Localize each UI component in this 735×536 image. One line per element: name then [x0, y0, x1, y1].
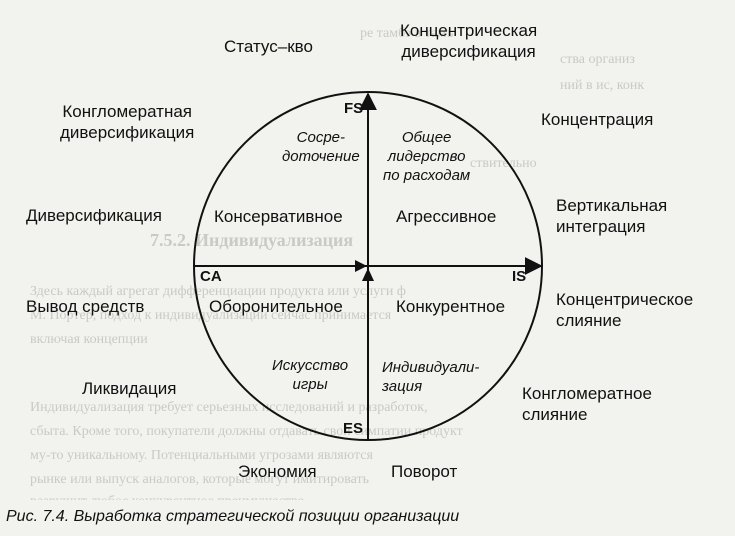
center-arrow-right [355, 260, 367, 272]
quadrant-aggressive: Агрессивное [396, 207, 497, 226]
bg-line: рынке или выпуск аналогов, которые могут… [30, 472, 370, 487]
bg-line: Индивидуализация требует серьезных иссле… [30, 400, 428, 415]
quadrant-defensive: Оборонительное [209, 297, 343, 316]
strategy-liquidation: Ликвидация [82, 379, 177, 398]
axis-label-ca: CA [200, 268, 222, 285]
inner-individualization: Индивидуали- зация [382, 359, 480, 395]
bg-line: 7.5.2. Индивидуализация [150, 230, 354, 250]
inner-gamesmanship: Искусство игры [272, 357, 349, 393]
strategy-economy: Экономия [238, 462, 317, 481]
bg-line: му-то уникальному. Потенциальными угроза… [30, 448, 373, 463]
strategy-status-quo: Статус–кво [224, 37, 313, 56]
caption-label: Рис. 7.4. [6, 508, 70, 525]
strategy-turnaround: Поворот [391, 462, 458, 481]
strategy-concentric-merger: Концентрическое слияние [556, 290, 694, 330]
bg-line: Здесь каждый агрегат дифференциации прод… [30, 284, 406, 299]
center-arrow-up [362, 268, 374, 281]
strategy-concentric-diversification: Концентрическая диверсификация [400, 21, 538, 61]
caption-text: Выработка стратегической позиции организ… [73, 508, 460, 525]
inner-concentration: Сосре- доточение [282, 129, 360, 165]
bg-line: ствительно [470, 156, 537, 171]
figure-caption: Рис. 7.4. Выработка стратегической позиц… [6, 508, 459, 526]
bg-line: сбыта. Кроме того, покупатели должны отд… [30, 424, 463, 439]
strategy-concentration: Концентрация [541, 110, 654, 129]
axis-label-es: ES [343, 420, 364, 437]
background-text: ре тамбэ в тамъ ства организ ний в ис, к… [30, 26, 645, 500]
strategy-vertical-integration: Вертикальная интеграция [556, 196, 668, 236]
quadrant-competitive: Конкурентное [396, 297, 506, 316]
bg-line: разрушит любое конкурентное преимущество [30, 490, 305, 500]
strategy-conglomerate-merger: Конгломератное слияние [522, 384, 652, 424]
bg-line: ний в ис, конк [560, 78, 645, 93]
bg-line: включая концепции [30, 332, 148, 347]
strategy-diversification: Диверсификация [26, 206, 162, 225]
strategy-divestment: Вывод средств [26, 297, 145, 316]
axis-label-fs: FS [344, 100, 364, 117]
axis-label-is: IS [512, 268, 527, 285]
bg-line: М. Портер, подход к индивидуализации сей… [30, 308, 392, 323]
quadrant-conservative: Консервативное [214, 207, 343, 226]
strategy-conglomerate-diversification: Конгломератная диверсификация [60, 102, 195, 142]
inner-cost-leadership: Общее лидерство по расходам [383, 129, 471, 184]
bg-line: ре тамбэ в тамъ [360, 26, 454, 41]
bg-line: ства организ [560, 52, 635, 67]
